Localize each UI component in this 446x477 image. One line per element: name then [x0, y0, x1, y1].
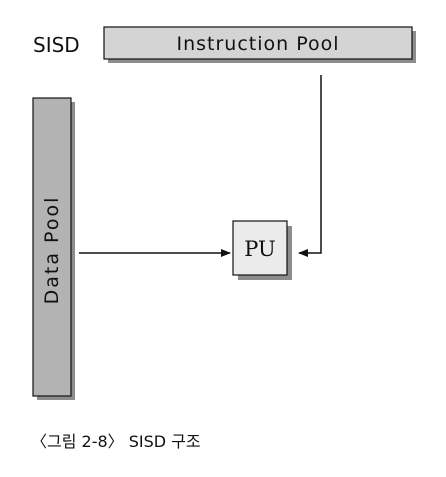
processing-unit: PU [232, 220, 292, 280]
sisd-mode-label: SISD [33, 33, 80, 57]
data-pool: Data Pool [32, 97, 75, 400]
processing-unit-label: PU [244, 237, 275, 261]
data-pool-label: Data Pool [41, 196, 63, 305]
instruction-pool: Instruction Pool [103, 26, 416, 63]
instruction-pool-box [103, 26, 413, 60]
data-pool-bar [32, 97, 72, 397]
instruction-pool-label: Instruction Pool [176, 33, 339, 55]
figure-caption: 〈그림 2-8〉 SISD 구조 [31, 432, 201, 451]
instruction-flow-arrow [298, 75, 322, 257]
processing-unit-box [232, 220, 288, 276]
